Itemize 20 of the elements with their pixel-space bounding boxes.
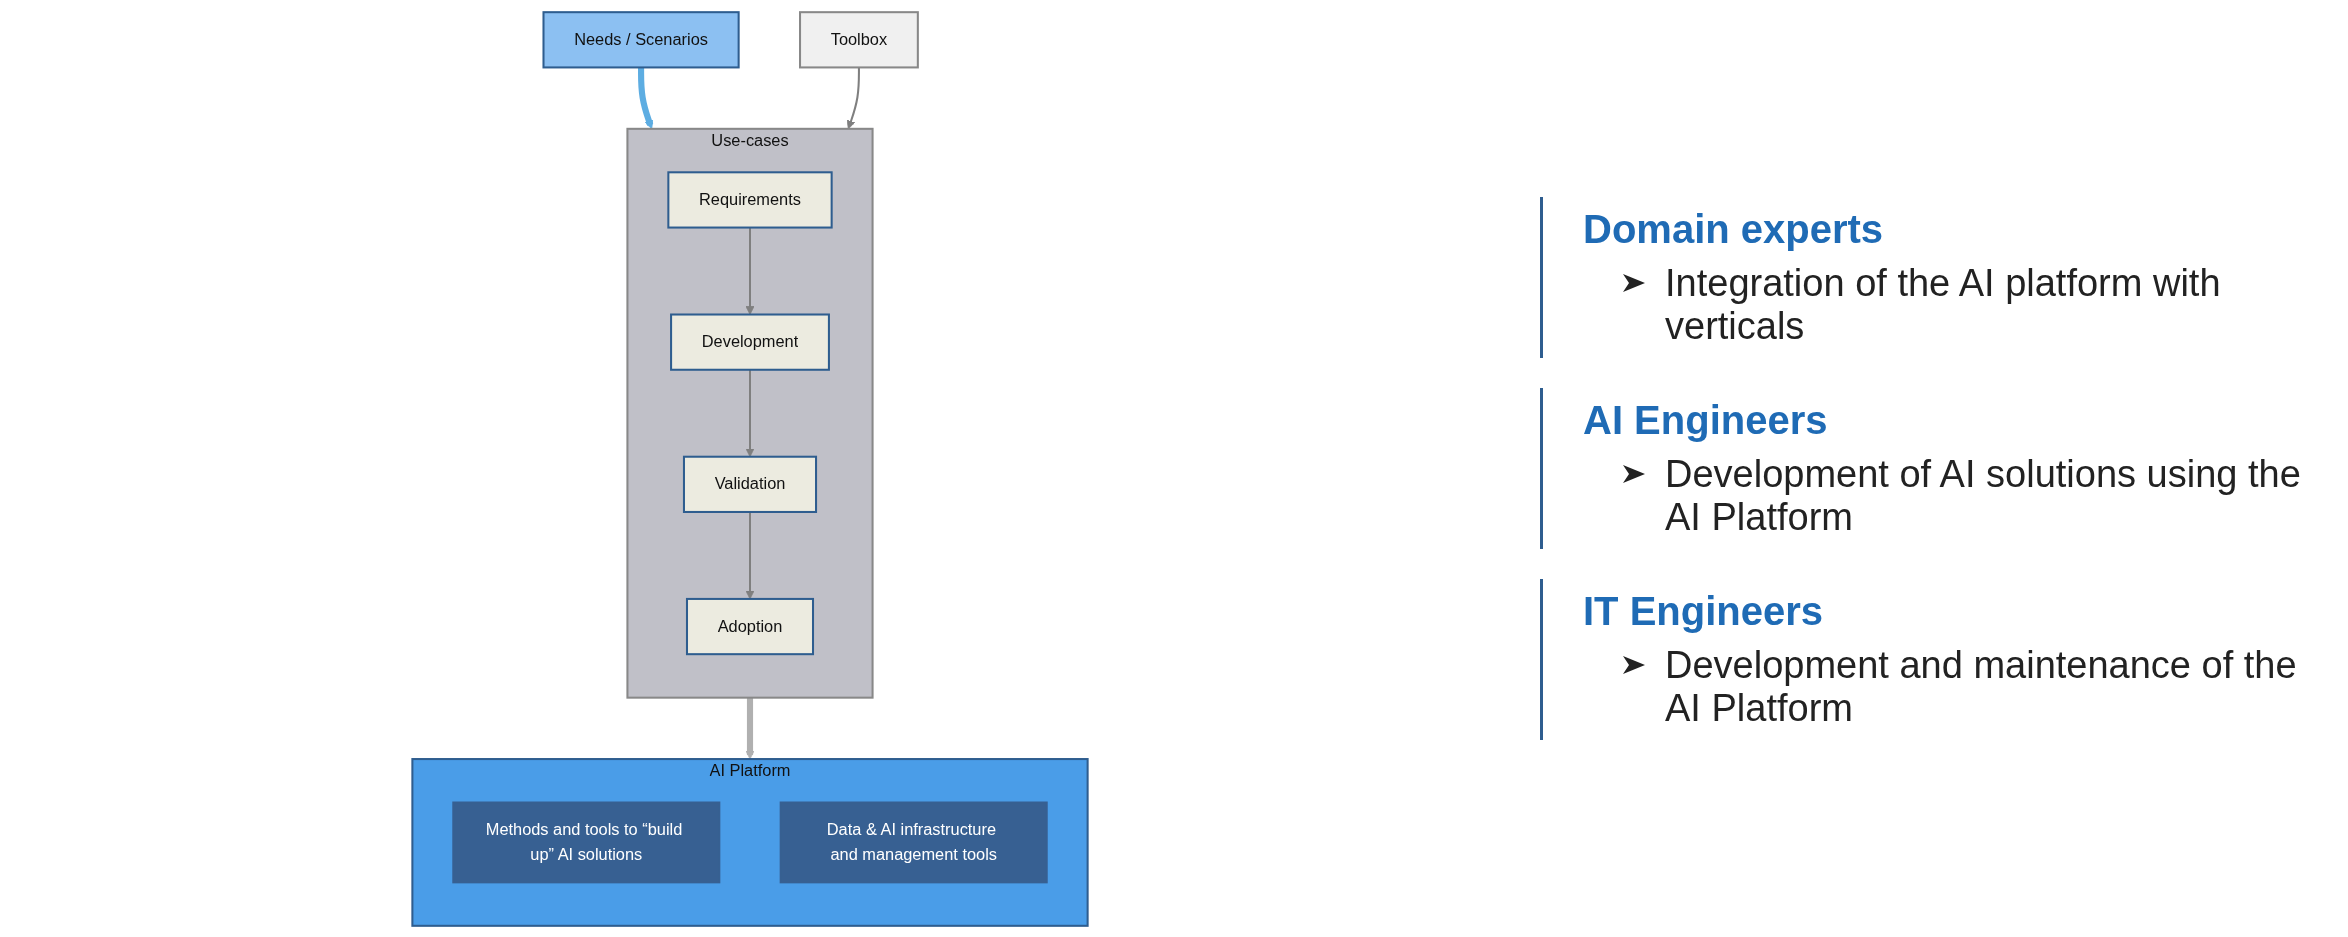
node-box: Validation (682, 455, 818, 513)
role-heading: Domain experts (1583, 207, 1885, 252)
node-box: Methods and tools to “build up” AI solutions (452, 801, 721, 883)
role-heading: AI Engineers (1583, 398, 1829, 443)
node-box: Development (670, 313, 830, 371)
arrow (638, 66, 654, 129)
arrow (745, 697, 755, 759)
node-box: Requirements (667, 170, 833, 229)
node-box: Adoption (685, 597, 815, 655)
role-description: Development and maintenance of the AI Platform (1665, 644, 2298, 730)
arrow (745, 511, 755, 599)
arrow (745, 369, 755, 457)
role-description: Development of AI solutions using the AI Platform (1665, 453, 2302, 539)
arrow (745, 227, 755, 315)
node-box: Needs / Scenarios (542, 10, 740, 68)
arrow (846, 66, 860, 129)
role-heading: IT Engineers (1583, 589, 1825, 634)
role-description: Integration of the AI platform with verticals (1665, 262, 2222, 348)
node-box: Toolbox (799, 10, 919, 68)
node-box: Data & AI infrastructure and management tools (779, 801, 1048, 883)
